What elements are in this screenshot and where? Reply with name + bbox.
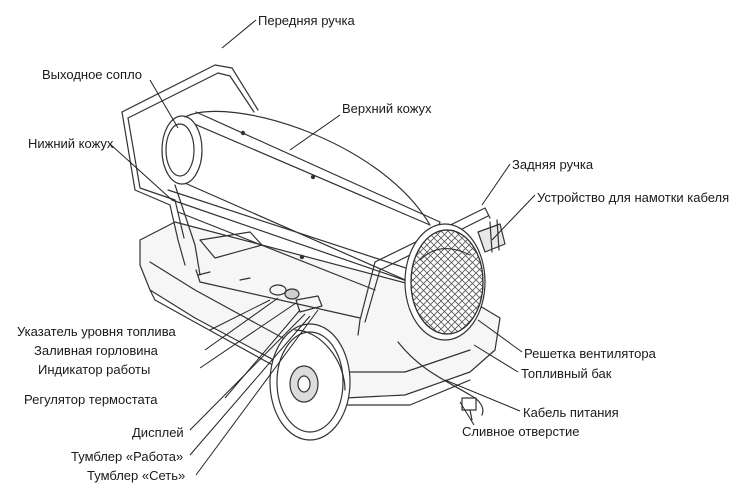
wheel-shape: [269, 323, 351, 441]
leader-lower-casing: [109, 143, 173, 201]
leader-filler-neck: [204, 297, 279, 351]
label-work-switch: Тумблер «Работа»: [71, 449, 184, 464]
leader-outlet-nozzle: [149, 79, 179, 129]
leader-fuel-gauge: [209, 299, 271, 331]
leader-drain-hole: [459, 401, 475, 426]
leader-display: [189, 313, 306, 431]
label-fuel-tank: Топливный бак: [521, 366, 612, 381]
label-display: Дисплей: [132, 425, 184, 440]
leader-upper-casing: [289, 114, 341, 151]
label-front-handle: Передняя ручка: [258, 13, 355, 28]
label-operation-indicator: Индикатор работы: [38, 362, 151, 377]
label-thermostat-regulator: Регулятор термостата: [24, 392, 158, 407]
front-handle-shape: [121, 64, 259, 266]
label-upper-casing: Верхний кожух: [342, 101, 432, 116]
cable-winder-shape: [477, 219, 506, 253]
label-fan-grille: Решетка вентилятора: [524, 346, 656, 361]
leader-power-cable: [444, 379, 521, 412]
label-rear-handle: Задняя ручка: [512, 157, 594, 172]
label-cable-winder: Устройство для намотки кабеля: [537, 190, 730, 205]
label-mains-switch: Тумблер «Сеть»: [87, 468, 186, 483]
label-outlet-nozzle: Выходное сопло: [42, 67, 143, 82]
power-cable-shape: [397, 341, 484, 421]
leader-front-handle: [221, 19, 257, 49]
leader-cable-winder: [491, 194, 536, 241]
leader-fan-grille: [477, 319, 523, 353]
leader-mains-switch: [195, 309, 319, 476]
outlet-nozzle-shape: [165, 123, 195, 177]
leader-operation-indicator: [199, 302, 297, 369]
label-filler-neck: Заливная горловина: [34, 343, 158, 358]
upper-casing-shape: [161, 110, 441, 283]
leader-rear-handle: [481, 163, 511, 206]
label-drain-hole: Сливное отверстие: [462, 424, 580, 439]
leader-work-switch: [189, 315, 311, 456]
label-lower-casing: Нижний кожух: [28, 136, 114, 151]
label-power-cable: Кабель питания: [523, 405, 619, 420]
label-fuel-gauge: Указатель уровня топлива: [17, 324, 176, 339]
fan-grille-shape: [404, 223, 486, 341]
leader-thermostat: [224, 309, 301, 399]
leader-fuel-tank: [473, 344, 519, 373]
control-panel-shape: [197, 271, 323, 313]
